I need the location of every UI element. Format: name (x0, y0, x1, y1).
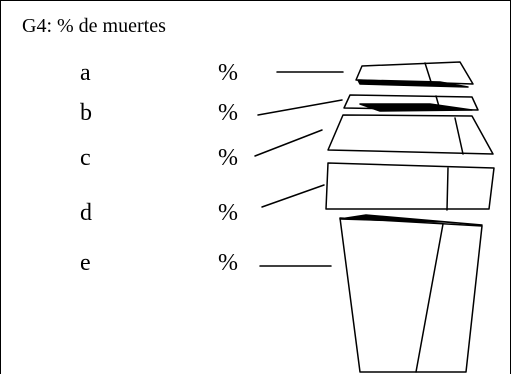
segment-c (327, 114, 494, 155)
row-b-percent: % (218, 100, 238, 126)
row-a-percent: % (218, 60, 238, 86)
leader-line-b (257, 99, 343, 116)
segment-e (339, 214, 483, 373)
row-e-percent: % (218, 250, 238, 276)
row-d-letter: d (80, 200, 92, 226)
row-c-letter: c (80, 145, 91, 171)
row-e-letter: e (80, 250, 91, 276)
row-c-percent: % (218, 145, 238, 171)
row-b-letter: b (80, 100, 92, 126)
figure-title: G4: % de muertes (22, 15, 166, 37)
row-a-letter: a (80, 60, 91, 86)
row-d-percent: % (218, 200, 238, 226)
segment-d (325, 162, 495, 211)
segment-b (343, 94, 479, 112)
segment-a (355, 61, 474, 88)
leader-line-c (254, 129, 323, 157)
leader-line-d (261, 184, 325, 208)
